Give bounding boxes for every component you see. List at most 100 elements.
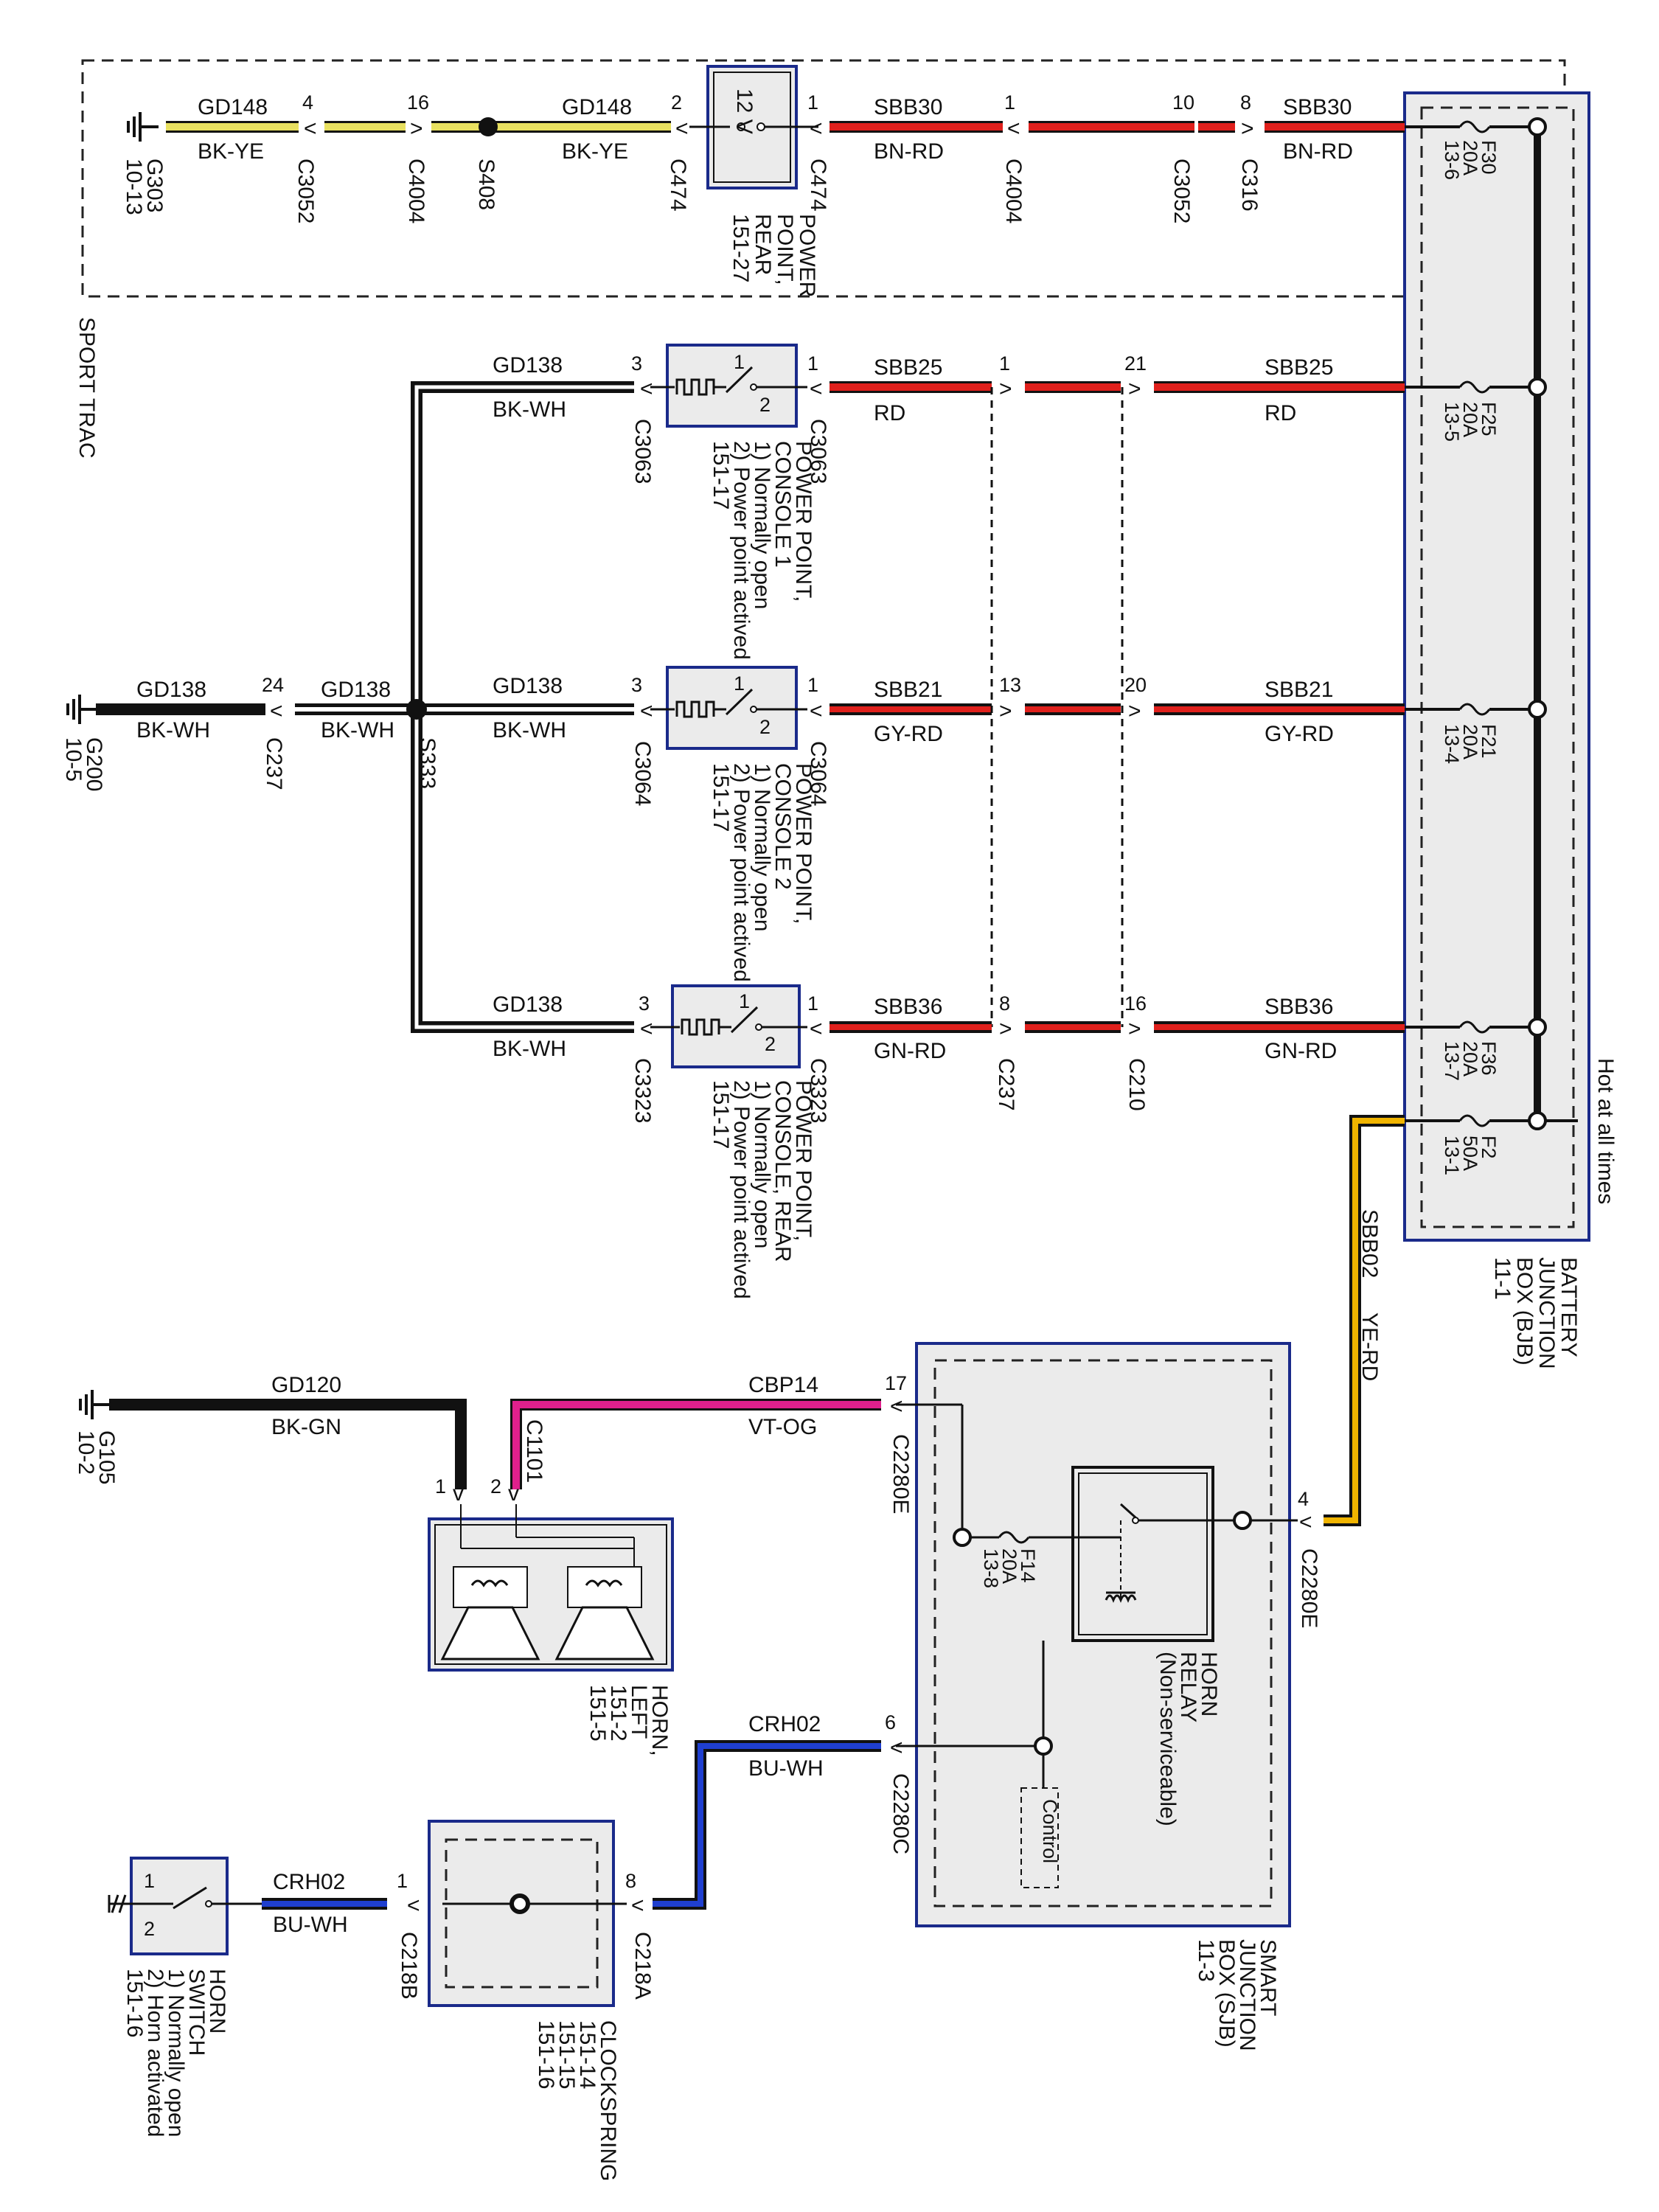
- c316-name: C316: [1237, 159, 1262, 212]
- pp-console2-label-5: 151-17: [709, 763, 733, 832]
- c3063-a-arrow-icon: <: [640, 377, 653, 401]
- clockspring-label-1: CLOCKSPRING: [596, 2020, 620, 2181]
- horn-switch-pin2: 2: [144, 1918, 155, 1940]
- sjb-control-label: Control: [1039, 1799, 1061, 1863]
- fuse-f25: F25 20A 13-5: [1405, 378, 1547, 442]
- wire-gd138-g200-color: BK-WH: [136, 718, 210, 742]
- horn-pin2: 2: [490, 1475, 501, 1498]
- horn-switch-label-3: 1) Normally open: [164, 1969, 188, 2137]
- wire-gd120-color: BK-GN: [271, 1415, 341, 1439]
- c3323-b-pin: 1: [807, 992, 818, 1015]
- splice-s408-name: S408: [474, 159, 498, 210]
- pp-console2-label-3: 1) Normally open: [750, 763, 774, 931]
- power-point-console-rear: 1 2 POWER POINT, CONSOLE, REAR 1) Normal…: [650, 984, 815, 1299]
- c2280e-out-pin: 17: [885, 1372, 907, 1394]
- chassis-ground-icon: [108, 1894, 140, 1913]
- c2280c-pin: 6: [885, 1711, 896, 1733]
- clockspring-label-2: 151-14: [575, 2020, 599, 2089]
- row-f30: G303 10-13 GD148 BK-YE GD148 BK-YE < 4 C…: [122, 65, 1405, 297]
- ground-g303-ref: 10-13: [122, 159, 146, 215]
- fuse-f21-id: F21: [1478, 724, 1500, 759]
- c474-b-pin: 1: [807, 91, 818, 114]
- pp-console1-label-3: 1) Normally open: [750, 441, 774, 609]
- wire-gd138-f21: GD138: [493, 674, 563, 698]
- bjb-title-1: BATTERY: [1557, 1257, 1581, 1357]
- c4004-f25-arrow-icon: >: [999, 377, 1012, 401]
- f36-pin-c237: 8: [999, 992, 1010, 1015]
- c237-ground-name: C237: [262, 737, 286, 790]
- c316-pin: 8: [1240, 91, 1251, 114]
- wire-sbb30-a: SBB30: [874, 95, 942, 119]
- horn-relay: [1071, 1466, 1214, 1642]
- c474-b-name: C474: [806, 159, 830, 212]
- c218a-arrow-icon: <: [631, 1893, 644, 1918]
- f21-pin-c237: 13: [999, 674, 1021, 696]
- wire-sbb30-b-color: BN-RD: [1283, 139, 1353, 164]
- c3064-b-pin: 1: [807, 674, 818, 696]
- wire-sbb21-b: SBB21: [1265, 678, 1333, 702]
- row-f36: GD138 BK-WH < 3 C3323 1 2 POWER POINT, C…: [493, 984, 1405, 1299]
- pp-console1-label-2: CONSOLE 1: [771, 441, 795, 568]
- horn-relay-label-2: RELAY: [1176, 1652, 1200, 1722]
- wire-gd138-f36-color: BK-WH: [493, 1037, 566, 1061]
- horn-pin2-arrow-icon: v: [508, 1481, 519, 1506]
- power-point-console-1: 1 2 POWER POINT, CONSOLE 1 1) Normally o…: [650, 344, 815, 660]
- fuse-f21-ref: 13-4: [1441, 724, 1463, 764]
- c2280e-in-name: C2280E: [1297, 1548, 1321, 1628]
- pp-console2-label-2: CONSOLE 2: [771, 763, 795, 890]
- wire-gd138-s333: GD138: [321, 678, 391, 702]
- c3064-a-name: C3064: [630, 741, 655, 806]
- bjb-title-3: BOX (BJB): [1512, 1257, 1537, 1366]
- c3323-a-name: C3323: [630, 1058, 655, 1123]
- pp-consolerear-label-1: POWER POINT,: [791, 1080, 815, 1241]
- c237-ground-pin: 24: [262, 674, 284, 696]
- c3063-b-arrow-icon: <: [810, 377, 823, 401]
- wire-gd148-a-color: BK-YE: [198, 139, 264, 164]
- fuse-f14-amp: 20A: [998, 1548, 1020, 1584]
- wire-sbb02-label: SBB02: [1357, 1209, 1382, 1278]
- c218b-name: C218B: [397, 1932, 421, 2000]
- c2280e-in-pin: 4: [1298, 1488, 1309, 1510]
- wire-gd138-f25: GD138: [493, 353, 563, 378]
- horn-label-1: HORN,: [647, 1685, 672, 1756]
- pp-console2-label-4: 2) Power point actived: [729, 763, 754, 982]
- wire-crh02-a: CRH02: [748, 1712, 821, 1736]
- wire-sbb21-b-color: GY-RD: [1265, 722, 1334, 746]
- pp-consolerear-label-3: 1) Normally open: [750, 1080, 774, 1248]
- ground-g200-icon: [66, 695, 96, 724]
- pp-console2-pin1: 1: [734, 672, 745, 695]
- c474-b-arrow-icon: <: [810, 116, 823, 141]
- pp-console1-pin2: 2: [759, 394, 771, 416]
- hot-at-all-times-label: Hot at all times: [1593, 1058, 1618, 1204]
- ground-g105-ref: 10-2: [74, 1430, 98, 1475]
- horn-speaker-icon-2: [554, 1606, 655, 1660]
- fuse-f36: F36 20A 13-7: [1405, 1018, 1547, 1081]
- pp-consolerear-pin2: 2: [765, 1033, 776, 1055]
- row-f25: GD138 BK-WH < 3 C3063 1 2 POWER POINT, C…: [493, 344, 1405, 660]
- wire-sbb21-a: SBB21: [874, 678, 942, 702]
- c237-f36-name: C237: [994, 1058, 1018, 1111]
- horn-label-3: 151-2: [606, 1685, 630, 1742]
- c3052-b-pin: 10: [1172, 91, 1194, 114]
- wire-gd148-b-color: BK-YE: [562, 139, 628, 164]
- splice-s333-name: S333: [415, 737, 439, 789]
- wire-sbb25-a-color: RD: [874, 401, 905, 425]
- c218b-arrow-icon: <: [407, 1893, 420, 1918]
- ground-g105-label: G105: [94, 1430, 119, 1484]
- fuse-f30-amp: 20A: [1459, 140, 1481, 175]
- fuse-f2-id: F2: [1478, 1135, 1500, 1159]
- power-point-rear-label-2: POINT,: [773, 214, 797, 285]
- pp-console1-label-1: POWER POINT,: [791, 441, 815, 602]
- c210-f25-arrow-icon: >: [1128, 377, 1141, 401]
- horn-switch-pin1: 1: [144, 1870, 155, 1892]
- c3064-b-name: C3064: [806, 741, 830, 806]
- ground-bus-gd138: S333 G200 10-5 GD138 BK-WH < 24 C237 GD1…: [61, 381, 634, 1033]
- horn-conn-c1101: C1101: [522, 1419, 546, 1483]
- horn-relay-label-1: HORN: [1197, 1652, 1221, 1717]
- sjb-title-1: SMART: [1256, 1939, 1280, 2016]
- fuse-f36-id: F36: [1478, 1041, 1500, 1076]
- c2280e-out-name: C2280E: [888, 1434, 913, 1514]
- pp-console1-pin1: 1: [734, 351, 745, 373]
- f36-pin-c210: 16: [1124, 992, 1147, 1015]
